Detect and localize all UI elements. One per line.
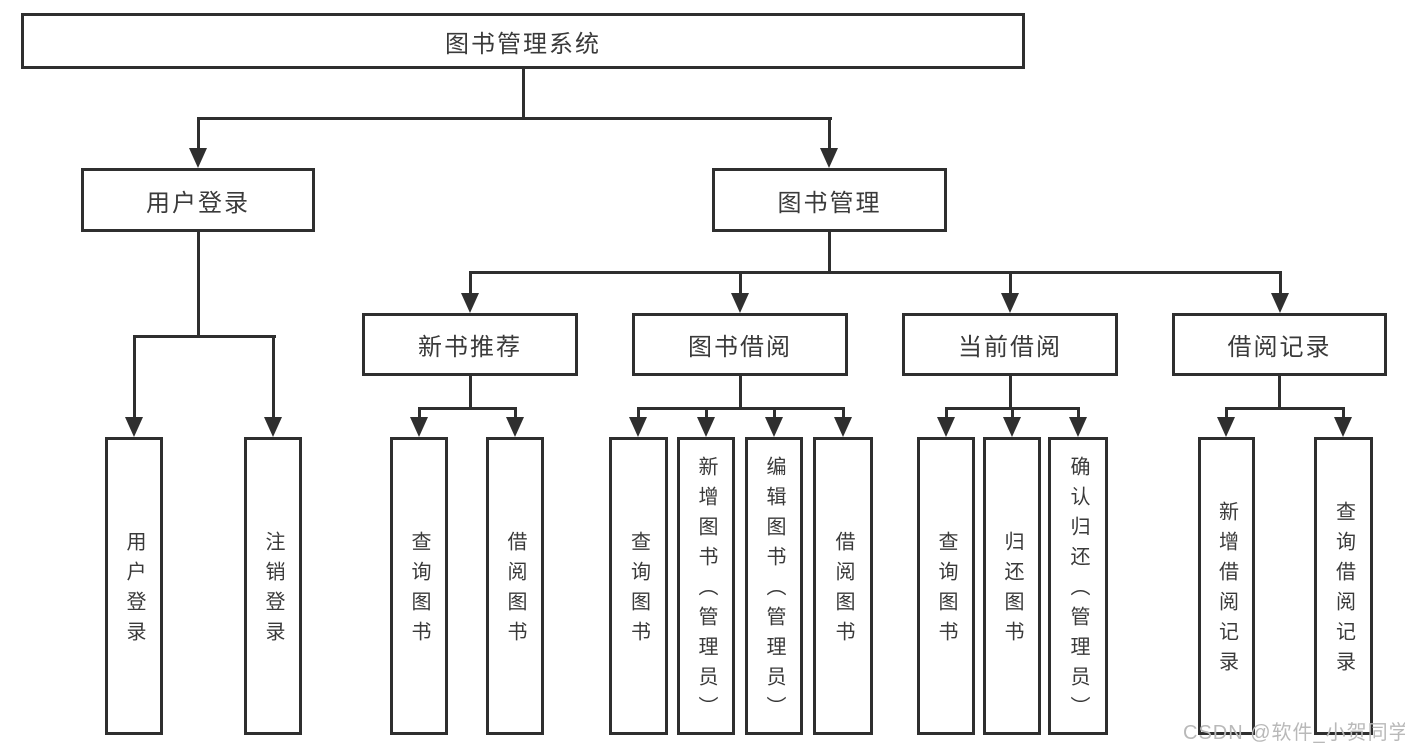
arrow-down-icon xyxy=(834,417,852,437)
leaf-borrow-book-2: 借阅图书 xyxy=(813,437,873,735)
node-label: 图书管理 xyxy=(777,189,882,217)
node-root-system: 图书管理系统 xyxy=(21,13,1025,69)
node-label: 新书推荐 xyxy=(418,334,522,361)
node-new-book-recommend: 新书推荐 xyxy=(362,313,578,376)
connector-line xyxy=(132,335,276,338)
arrow-down-icon xyxy=(1334,417,1352,437)
connector-line xyxy=(417,407,517,410)
connector-line xyxy=(841,407,845,419)
arrow-down-icon xyxy=(731,293,749,313)
connector-line xyxy=(704,407,708,419)
node-current-borrow: 当前借阅 xyxy=(902,313,1118,376)
leaf-confirm-return-admin: 确认归还（管理员） xyxy=(1048,437,1108,735)
connector-line xyxy=(197,117,832,120)
node-label: 图书管理系统 xyxy=(445,30,601,58)
leaf-query-book-2: 查询图书 xyxy=(609,437,668,735)
arrow-down-icon xyxy=(629,417,647,437)
node-label: 确认归还（管理员） xyxy=(1067,456,1089,726)
connector-line xyxy=(827,232,831,274)
node-label: 查询图书 xyxy=(627,531,650,651)
arrow-down-icon xyxy=(697,417,715,437)
node-label: 借阅图书 xyxy=(832,531,854,651)
node-label: 查询图书 xyxy=(935,531,957,651)
node-label: 当前借阅 xyxy=(958,334,1062,361)
arrow-down-icon xyxy=(820,148,838,168)
connector-line xyxy=(513,407,517,419)
leaf-logout: 注销登录 xyxy=(244,437,302,735)
arrow-down-icon xyxy=(1271,293,1289,313)
connector-line xyxy=(468,271,1282,274)
node-label: 图书借阅 xyxy=(688,334,792,361)
node-label: 查询借阅记录 xyxy=(1332,501,1355,681)
connector-line xyxy=(468,376,472,410)
leaf-query-book-3: 查询图书 xyxy=(917,437,975,735)
leaf-edit-book-admin: 编辑图书（管理员） xyxy=(745,437,803,735)
leaf-user-login: 用户登录 xyxy=(105,437,163,735)
leaf-borrow-book-1: 借阅图书 xyxy=(486,437,544,735)
node-label: 编辑图书（管理员） xyxy=(763,456,785,726)
arrow-down-icon xyxy=(937,417,955,437)
connector-line xyxy=(1008,271,1012,295)
leaf-return-book: 归还图书 xyxy=(983,437,1041,735)
arrow-down-icon xyxy=(1217,417,1235,437)
arrow-down-icon xyxy=(765,417,783,437)
arrow-down-icon xyxy=(506,417,524,437)
connector-line xyxy=(196,232,200,338)
node-label: 用户登录 xyxy=(146,189,250,217)
node-label: 新增借阅记录 xyxy=(1215,501,1238,681)
node-book-borrow: 图书借阅 xyxy=(632,313,848,376)
arrow-down-icon xyxy=(461,293,479,313)
arrow-down-icon xyxy=(125,417,143,437)
connector-line xyxy=(1224,407,1228,419)
node-label: 用户登录 xyxy=(123,531,145,651)
node-borrow-record: 借阅记录 xyxy=(1172,313,1387,376)
connector-line xyxy=(521,69,525,118)
arrow-down-icon xyxy=(189,148,207,168)
node-label: 归还图书 xyxy=(1001,531,1023,651)
node-label: 查询图书 xyxy=(408,531,430,651)
leaf-query-borrow-record: 查询借阅记录 xyxy=(1314,437,1373,735)
leaf-add-borrow-record: 新增借阅记录 xyxy=(1198,437,1255,735)
arrow-down-icon xyxy=(1003,417,1021,437)
connector-line xyxy=(1278,271,1282,295)
connector-line xyxy=(417,407,421,419)
connector-line xyxy=(944,407,948,419)
connector-line xyxy=(1224,407,1345,410)
connector-line xyxy=(1277,376,1281,410)
csdn-watermark: CSDN @软件_小贺同学 xyxy=(1183,722,1405,744)
connector-line xyxy=(1010,407,1014,419)
connector-line xyxy=(196,117,200,150)
leaf-query-book-1: 查询图书 xyxy=(390,437,448,735)
node-label: 借阅记录 xyxy=(1227,334,1332,361)
node-label: 借阅图书 xyxy=(504,531,526,651)
connector-line xyxy=(827,117,831,150)
arrow-down-icon xyxy=(264,417,282,437)
arrow-down-icon xyxy=(1001,293,1019,313)
connector-line xyxy=(637,407,640,419)
leaf-add-book-admin: 新增图书（管理员） xyxy=(677,437,735,735)
arrow-down-icon xyxy=(1069,417,1087,437)
connector-line xyxy=(637,407,845,410)
connector-line xyxy=(738,271,742,295)
node-book-management: 图书管理 xyxy=(712,168,947,232)
node-label: 注销登录 xyxy=(262,531,284,651)
connector-line xyxy=(1341,407,1345,419)
arrow-down-icon xyxy=(410,417,428,437)
connector-line xyxy=(468,271,472,295)
node-label: 新增图书（管理员） xyxy=(695,456,717,726)
connector-line xyxy=(1076,407,1080,419)
node-user-login: 用户登录 xyxy=(81,168,315,232)
connector-line xyxy=(132,335,136,419)
connector-line xyxy=(772,407,776,419)
connector-line xyxy=(1008,376,1012,410)
connector-line xyxy=(738,376,742,410)
connector-line xyxy=(271,335,275,419)
